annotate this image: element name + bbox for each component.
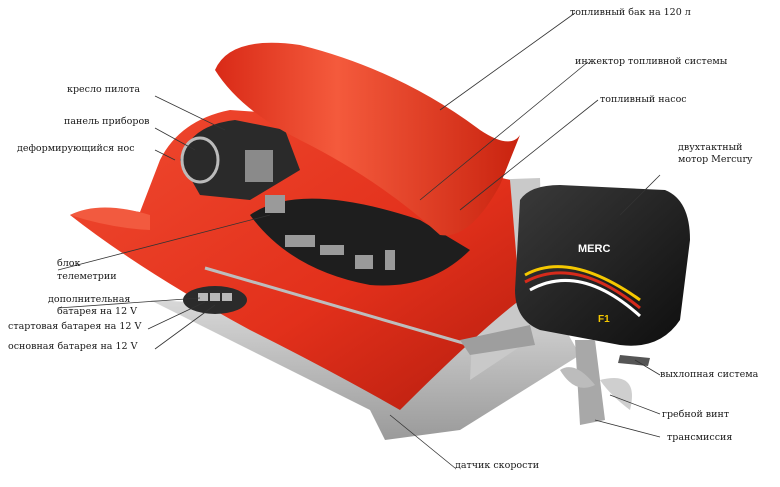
label-injector: инжектор топливной системы: [575, 56, 728, 67]
exhaust-pipe: [618, 355, 650, 366]
label-aux-battery-1: дополнительная: [48, 294, 131, 305]
label-transmission: трансмиссия: [667, 432, 733, 443]
label-telemetry-2: телеметрии: [57, 271, 117, 282]
engine-stripe-yellow: [524, 265, 641, 302]
leader-lines: [57, 12, 661, 469]
seat-block: [245, 150, 273, 182]
label-instrument-panel: панель приборов: [64, 116, 150, 127]
propeller-blade: [600, 378, 632, 410]
label-aux-battery-2: батарея на 12 V: [57, 306, 138, 317]
engine-cowling: [515, 185, 690, 346]
label-main-battery: основная батарея на 12 V: [8, 341, 138, 352]
label-fuel-tank: топливный бак на 120 л: [570, 7, 691, 18]
engine-stripe-red: [524, 271, 641, 310]
engine-bay: [250, 198, 470, 286]
engine-model: F1: [598, 314, 610, 325]
engine-brand: MERC: [578, 243, 610, 255]
label-engine-2: мотор Mercury: [678, 154, 753, 165]
label-fuel-pump: топливный насос: [600, 94, 687, 105]
propeller-blade-2: [560, 367, 595, 388]
label-exhaust: выхлопная система: [660, 369, 759, 380]
label-telemetry-1: блок: [57, 258, 81, 269]
engine-stripe-white: [529, 278, 642, 318]
batteries: [198, 293, 232, 301]
drive-rod: [204, 266, 471, 347]
canopy: [215, 42, 520, 236]
label-crush-nose: деформирующийся нос: [17, 143, 135, 154]
bay-components: [265, 195, 395, 270]
bracket: [460, 325, 535, 355]
sponson: [70, 207, 150, 230]
label-speed-sensor: датчик скорости: [455, 460, 540, 471]
label-pilot-seat: кресло пилота: [67, 84, 141, 95]
label-propeller: гребной винт: [662, 409, 730, 420]
steering-wheel: [180, 136, 220, 184]
label-starter-battery: стартовая батарея на 12 V: [8, 321, 142, 332]
label-engine-1: двухтактный: [678, 142, 743, 153]
